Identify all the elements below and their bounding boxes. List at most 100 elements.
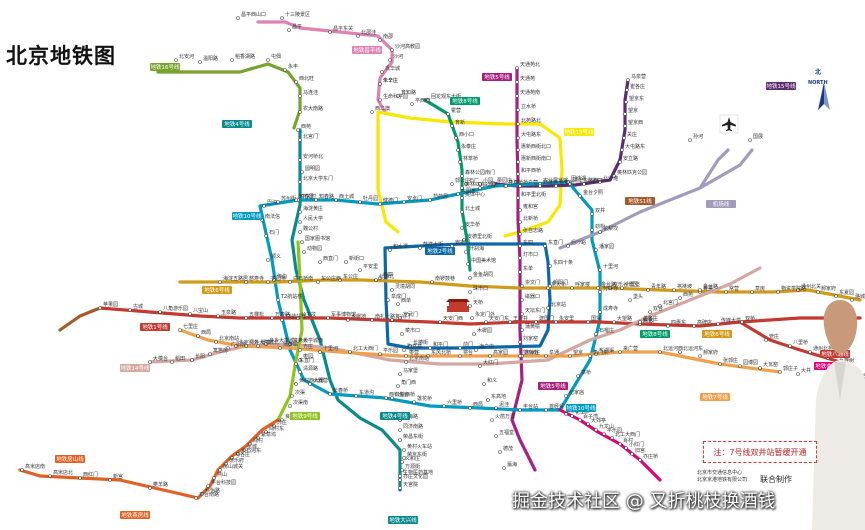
station-dot[interactable] — [618, 160, 622, 164]
station-dot[interactable] — [488, 354, 492, 358]
station-dot[interactable] — [623, 112, 627, 116]
station-dot[interactable] — [666, 324, 670, 328]
station-dot[interactable] — [378, 98, 382, 102]
station-dot[interactable] — [218, 280, 222, 284]
station-dot[interactable] — [316, 280, 320, 284]
station-dot[interactable] — [446, 112, 450, 116]
station-dot[interactable] — [460, 210, 464, 214]
station-dot[interactable] — [564, 394, 568, 398]
station-dot[interactable] — [468, 406, 472, 410]
station-dot[interactable] — [460, 174, 464, 178]
station-dot[interactable] — [276, 298, 280, 302]
station-dot[interactable] — [610, 436, 614, 440]
station-dot[interactable] — [622, 136, 626, 140]
station-dot[interactable] — [492, 182, 496, 186]
station-dot[interactable] — [546, 306, 550, 310]
station-dot[interactable] — [554, 320, 558, 324]
station-dot[interactable] — [426, 354, 430, 358]
station-dot[interactable] — [520, 298, 524, 302]
station-dot[interactable] — [426, 98, 430, 102]
station-dot[interactable] — [262, 204, 266, 208]
station-dot[interactable] — [408, 344, 412, 348]
station-dot[interactable] — [20, 468, 24, 472]
station-dot[interactable] — [462, 238, 466, 242]
station-dot[interactable] — [276, 200, 280, 204]
station-dot[interactable] — [618, 350, 622, 354]
station-dot[interactable] — [410, 102, 414, 106]
station-dot[interactable] — [460, 226, 464, 230]
station-dot[interactable] — [738, 364, 742, 368]
station-dot[interactable] — [796, 372, 800, 376]
station-dot[interactable] — [570, 286, 574, 290]
station-dot[interactable] — [158, 310, 162, 314]
station-dot[interactable] — [234, 344, 238, 348]
station-dot[interactable] — [334, 198, 338, 202]
station-dot[interactable] — [638, 458, 642, 462]
station-dot[interactable] — [764, 338, 768, 342]
station-dot[interactable] — [648, 310, 652, 314]
station-dot[interactable] — [564, 412, 568, 416]
station-dot[interactable] — [608, 286, 612, 290]
station-dot[interactable] — [230, 58, 234, 62]
line-badge[interactable]: 地铁2号线 — [425, 247, 455, 255]
station-dot[interactable] — [516, 148, 520, 152]
station-dot[interactable] — [230, 456, 234, 460]
station-dot[interactable] — [188, 312, 192, 316]
line-badge[interactable]: 地铁8号线 — [640, 330, 670, 338]
line-badge[interactable]: 地铁房山线 — [55, 455, 85, 463]
station-dot[interactable] — [128, 308, 132, 312]
station-dot[interactable] — [398, 372, 402, 376]
line-badge[interactable]: 地铁9号线 — [290, 412, 320, 420]
station-dot[interactable] — [534, 320, 538, 324]
station-dot[interactable] — [328, 392, 332, 396]
station-dot[interactable] — [672, 288, 676, 292]
station-dot[interactable] — [478, 182, 482, 186]
station-dot[interactable] — [300, 170, 304, 174]
station-dot[interactable] — [623, 124, 627, 128]
station-dot[interactable] — [678, 296, 682, 300]
station-dot[interactable] — [478, 364, 482, 368]
station-dot[interactable] — [294, 362, 298, 366]
station-dot[interactable] — [516, 172, 520, 176]
station-dot[interactable] — [148, 360, 152, 364]
station-dot[interactable] — [396, 384, 400, 388]
line-badge[interactable]: 地铁6号线 — [202, 286, 232, 294]
station-dot[interactable] — [646, 288, 650, 292]
station-dot[interactable] — [390, 396, 394, 400]
station-dot[interactable] — [288, 280, 292, 284]
station-dot[interactable] — [400, 332, 404, 336]
station-dot[interactable] — [294, 80, 298, 84]
station-dot[interactable] — [298, 358, 302, 362]
station-dot[interactable] — [298, 370, 302, 374]
station-dot[interactable] — [515, 94, 519, 98]
station-dot[interactable] — [294, 382, 298, 386]
station-dot[interactable] — [298, 348, 302, 352]
station-dot[interactable] — [280, 318, 284, 322]
station-dot[interactable] — [218, 468, 222, 472]
station-dot[interactable] — [598, 268, 602, 272]
station-dot[interactable] — [298, 180, 302, 184]
station-dot[interactable] — [626, 78, 630, 82]
station-dot[interactable] — [278, 346, 282, 350]
station-dot[interactable] — [625, 88, 629, 92]
station-dot[interactable] — [570, 414, 574, 418]
station-dot[interactable] — [850, 298, 854, 302]
line-badge[interactable]: 地铁燕房线 — [120, 511, 150, 519]
station-dot[interactable] — [778, 370, 782, 374]
station-dot[interactable] — [518, 256, 522, 260]
station-dot[interactable] — [236, 452, 240, 456]
station-dot[interactable] — [428, 346, 432, 350]
station-dot[interactable] — [398, 316, 402, 320]
station-dot[interactable] — [718, 362, 722, 366]
station-dot[interactable] — [346, 318, 350, 322]
station-dot[interactable] — [586, 320, 590, 324]
station-dot[interactable] — [543, 244, 547, 248]
station-dot[interactable] — [578, 194, 582, 198]
station-dot[interactable] — [442, 404, 446, 408]
station-dot[interactable] — [478, 186, 482, 190]
station-dot[interactable] — [108, 478, 112, 482]
station-dot[interactable] — [658, 350, 662, 354]
station-dot[interactable] — [630, 452, 634, 456]
station-dot[interactable] — [544, 408, 548, 412]
line-badge[interactable]: 地铁S1线 — [625, 197, 655, 205]
